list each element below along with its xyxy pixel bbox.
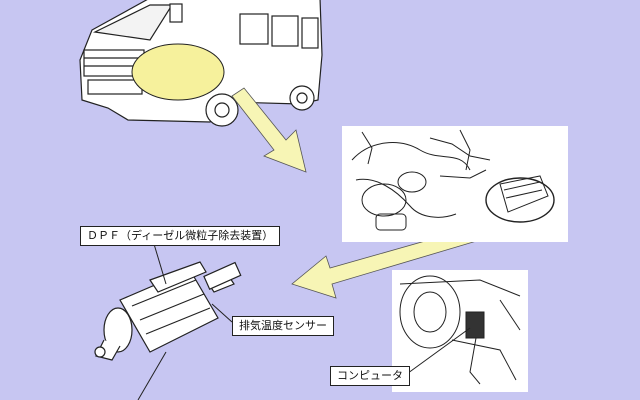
dpf-label: ＤＰＦ（ディーゼル微粒子除去装置） (80, 226, 281, 246)
highlight-ellipse (131, 43, 225, 101)
arrow-to-engine (231, 87, 307, 173)
arrow-to-dpf (291, 225, 481, 299)
exhaust-sensor-label: 排気温度センサー (232, 316, 334, 336)
computer-label: コンピュータ (330, 366, 410, 386)
